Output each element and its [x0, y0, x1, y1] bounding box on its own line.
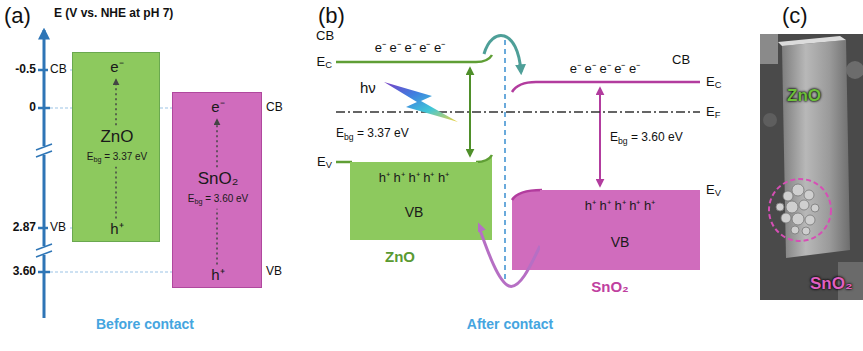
- dotted-arrow: [216, 120, 218, 168]
- band-text: e⁻: [110, 58, 123, 75]
- tick-value: -0.5: [15, 63, 36, 77]
- band-name: CB: [48, 63, 69, 77]
- symbol-part: E: [706, 182, 715, 197]
- subscript: C: [325, 60, 332, 70]
- band-label: VB: [611, 234, 630, 250]
- symbol-part: = 3.37 eV: [354, 126, 409, 140]
- band-name: CB: [316, 29, 334, 44]
- valence-band: h⁺ h⁺ h⁺ h⁺ h⁺ VB: [540, 190, 700, 270]
- photon-symbol: hν: [360, 79, 376, 96]
- symbol-part: = 3.37 eV: [101, 151, 147, 162]
- subscript: F: [715, 110, 721, 120]
- valence-band: h⁺ h⁺ h⁺ h⁺ h⁺ VB: [350, 162, 478, 240]
- symbol-part: E: [317, 154, 326, 169]
- band-label: SnO₂: [810, 274, 853, 294]
- subscript: bg: [194, 197, 202, 206]
- band-text: h⁺ h⁺ h⁺ h⁺ h⁺: [379, 171, 450, 186]
- sno2-band-box: e⁻SnO₂Ebg = 3.60 eVh⁺: [172, 92, 262, 288]
- excitation-arrow: [173, 93, 263, 289]
- band-name: VB: [266, 265, 282, 279]
- sem-image: ZnO SnO₂: [760, 34, 863, 300]
- panel-label: (a): [4, 3, 31, 28]
- material-name: ZnO: [385, 248, 415, 265]
- band-text: h⁺ h⁺ h⁺ h⁺ h⁺: [585, 199, 656, 214]
- panel-label: (b): [318, 3, 345, 28]
- dotted-arrow: [115, 80, 117, 126]
- band-name: CB: [266, 101, 283, 115]
- band-label: VB: [405, 204, 424, 220]
- zno-band-box: e⁻ ZnO Ebg = 3.37 eV h⁺: [72, 52, 160, 242]
- tick-value: 0: [29, 101, 36, 115]
- level-symbol: EV: [706, 183, 721, 198]
- subscript: V: [715, 188, 721, 198]
- symbol-part: E: [317, 54, 326, 69]
- band-label: h⁺: [211, 266, 224, 283]
- electron-row: e⁻ e⁻ e⁻ e⁻ e⁻: [375, 41, 446, 56]
- material-name: SnO₂: [591, 278, 629, 295]
- caption-text: Before contact: [96, 316, 194, 332]
- hole-transfer-arrow: [478, 224, 540, 286]
- band-name: CB: [672, 53, 690, 68]
- symbol-part: E: [610, 130, 618, 144]
- dotted-arrow: [216, 209, 218, 265]
- tick-value: 3.60: [13, 265, 36, 279]
- gap-value: Ebg = 3.60 eV: [610, 131, 683, 145]
- sem-photo: [760, 34, 863, 300]
- band-text: e⁻: [211, 98, 224, 115]
- subscript: C: [715, 80, 722, 90]
- symbol-part: = 3.60 eV: [202, 193, 248, 204]
- symbol-part: E: [87, 151, 94, 162]
- symbol-part: E: [706, 74, 715, 89]
- level-symbol: EV: [317, 155, 332, 170]
- band-label: SnO₂: [198, 169, 239, 189]
- caption-text: After contact: [467, 316, 553, 332]
- light-bolt: [384, 82, 458, 122]
- band-label: Ebg = 3.60 eV: [188, 193, 249, 205]
- gap-value: Ebg = 3.37 eV: [336, 127, 409, 141]
- electron-transfer-arrow: [484, 35, 521, 72]
- symbol-part: E: [336, 126, 344, 140]
- band-label: ZnO: [100, 127, 133, 147]
- level-symbol: EC: [317, 55, 332, 70]
- electron-row: e⁻ e⁻ e⁻ e⁻ e⁻: [570, 62, 641, 77]
- subscript: bg: [618, 136, 628, 146]
- subscript: bg: [93, 155, 101, 164]
- level-symbol: EC: [706, 75, 721, 90]
- tick-value: 2.87: [13, 221, 36, 235]
- dotted-arrow: [115, 167, 117, 219]
- symbol-part: = 3.60 eV: [628, 130, 683, 144]
- subscript: V: [326, 160, 332, 170]
- band-text: ZnO: [787, 86, 821, 106]
- band-lines: [336, 40, 700, 282]
- level-symbol: EF: [706, 105, 720, 120]
- symbol-part: E: [188, 193, 195, 204]
- subscript: bg: [344, 132, 354, 142]
- panel-label: (c): [782, 3, 808, 28]
- band-label: h⁺: [110, 220, 123, 237]
- axis-title: E (V vs. NHE at pH 7): [54, 7, 173, 21]
- excitation-arrow: [73, 53, 161, 243]
- band-name: VB: [48, 221, 68, 235]
- band-label: Ebg = 3.37 eV: [87, 151, 148, 163]
- symbol-part: E: [706, 104, 715, 119]
